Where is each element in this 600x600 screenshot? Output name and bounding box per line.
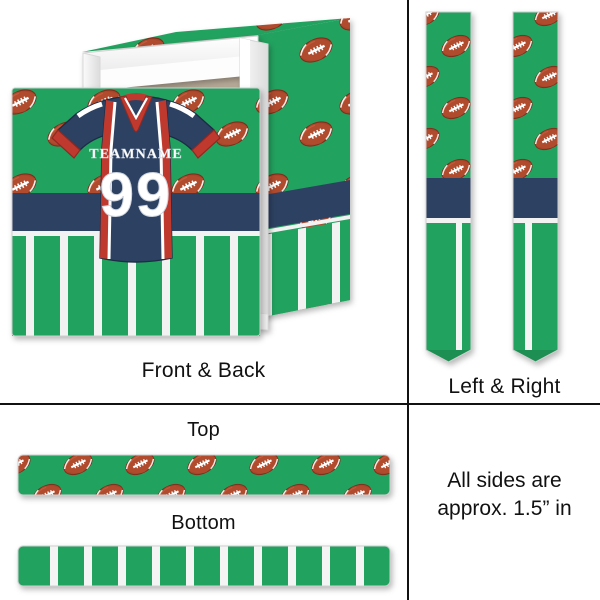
side-strip-right <box>512 11 559 363</box>
panel-top-bottom: Top Bottom <box>0 405 407 600</box>
size-note-line-2: approx. 1.5” in <box>437 497 572 520</box>
jersey-graphic: TEAMNAME 99 <box>51 93 221 263</box>
caption-top: Top <box>187 419 220 441</box>
top-strip-illustration <box>17 454 391 496</box>
bottom-strip-illustration <box>17 545 391 587</box>
size-note-text: All sides are approx. 1.5” in <box>409 467 600 523</box>
side-strip-left <box>425 11 472 363</box>
caption-left-right: Left & Right <box>448 375 561 398</box>
panel-left-right: Left & Right <box>409 0 600 403</box>
panel-divider-horizontal <box>0 403 600 405</box>
left-right-illustration <box>425 11 559 363</box>
panel-front-back: TEAMNAME 99 Front & Back <box>0 0 407 403</box>
jersey-number: 99 <box>100 161 173 230</box>
size-note-line-1: All sides are <box>447 469 562 492</box>
caption-bottom: Bottom <box>171 512 236 534</box>
panel-size-note: All sides are approx. 1.5” in <box>409 405 600 600</box>
caption-front-back: Front & Back <box>141 359 266 382</box>
panel-divider-vertical <box>407 0 409 600</box>
front-back-illustration: TEAMNAME 99 <box>11 18 350 337</box>
jersey-team-name: TEAMNAME <box>89 147 183 162</box>
